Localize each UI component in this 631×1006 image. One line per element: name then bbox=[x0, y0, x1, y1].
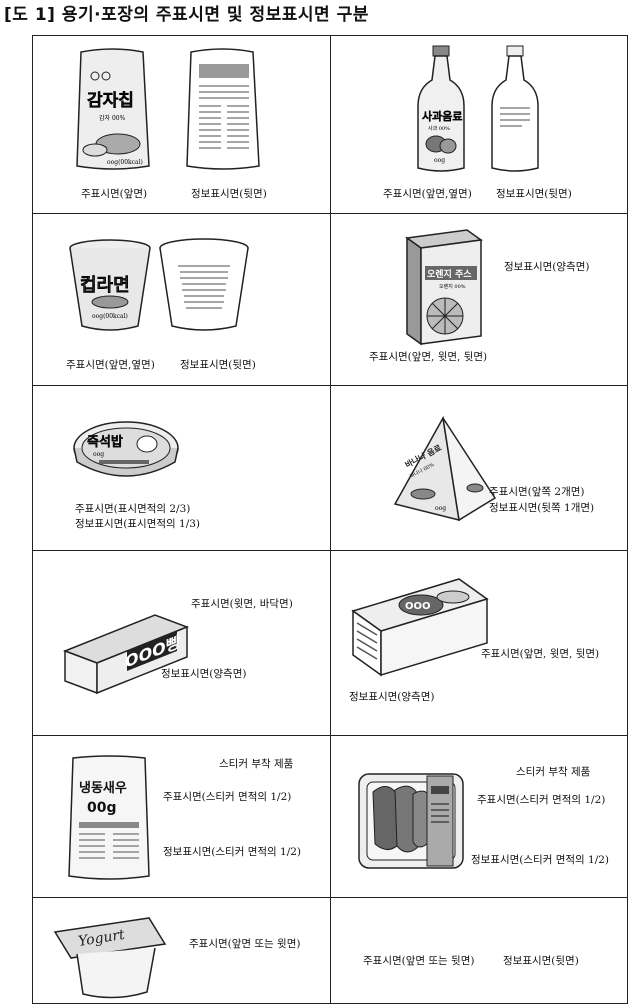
svg-text:oog(00kcal): oog(00kcal) bbox=[92, 313, 128, 320]
svg-text:oog(00kcal): oog(00kcal) bbox=[107, 159, 143, 166]
last-info-label: 정보표시면(뒷면) bbox=[503, 955, 579, 967]
svg-text:즉석밥: 즉석밥 bbox=[87, 434, 123, 450]
cell-juice: 오렌지 주스 오렌지 00% 정보표시면(양측면) 주표시면(앞면, 윗면, 뒷… bbox=[330, 213, 628, 386]
pyramid-info-label: 정보표시면(뒷쪽 1개면) bbox=[489, 502, 595, 514]
ramen-front-label: 주표시면(앞면,옆면) bbox=[66, 359, 155, 371]
svg-text:오렌지 00%: 오렌지 00% bbox=[439, 283, 466, 290]
tray-main-label: 주표시면(스티커 면적의 1/2) bbox=[477, 794, 606, 806]
svg-text:감자 00%: 감자 00% bbox=[99, 114, 126, 122]
tray-sticker-label: 스티커 부착 제품 bbox=[516, 766, 591, 778]
svg-text:오렌지 주스: 오렌지 주스 bbox=[427, 268, 472, 280]
shrimp-bag-illustration: 냉동새우 00g bbox=[68, 755, 150, 880]
bottle-illustration: 사과음료 사과 00% oog bbox=[417, 45, 539, 172]
shrimp-info-label: 정보표시면(스티커 면적의 1/2) bbox=[163, 846, 302, 858]
shrimp-sticker-label: 스티커 부착 제품 bbox=[219, 758, 294, 770]
svg-text:컵라면: 컵라면 bbox=[80, 275, 130, 296]
shrimp-main-label: 주표시면(스티커 면적의 1/2) bbox=[163, 791, 292, 803]
cell-chips: 감자칩 감자 00% oog(00kcal) bbox=[32, 35, 331, 214]
cell-bottle: 사과음료 사과 00% oog 주표시면(앞면,옆면) 정보표시면(뒷면) bbox=[330, 35, 628, 214]
last-main-label: 주표시면(앞면 또는 뒷면) bbox=[363, 955, 475, 967]
chips-bag-illustration: 감자칩 감자 00% oog(00kcal) bbox=[76, 48, 260, 170]
svg-text:oog: oog bbox=[434, 157, 445, 164]
bottle-back-label: 정보표시면(뒷면) bbox=[496, 188, 572, 200]
cell-yogurt: Yogurt 주표시면(앞면 또는 윗면) bbox=[32, 897, 331, 1004]
svg-text:사과음료: 사과음료 bbox=[422, 109, 462, 123]
bar-info-label: 정보표시면(양측면) bbox=[161, 668, 247, 680]
cell-rice: 즉석밥 oog 주표시면(표시면적의 2/3) 정보표시면(표시면적의 1/3) bbox=[32, 385, 331, 551]
svg-text:oog: oog bbox=[435, 505, 446, 512]
label-guide-table: 감자칩 감자 00% oog(00kcal) bbox=[32, 35, 628, 1004]
rice-container-illustration: 즉석밥 oog bbox=[73, 421, 179, 477]
juice-side-label: 정보표시면(양측면) bbox=[504, 261, 590, 273]
svg-text:사과 00%: 사과 00% bbox=[428, 125, 450, 132]
svg-text:냉동새우: 냉동새우 bbox=[79, 780, 127, 796]
cell-last: 주표시면(앞면 또는 뒷면) 정보표시면(뒷면) bbox=[330, 897, 628, 1004]
cell-pyramid: 바나나 음료 바나나 00% oog 주표시면(앞쪽 2개면) 정보표시면(뒷쪽… bbox=[330, 385, 628, 551]
svg-text:00g: 00g bbox=[87, 800, 117, 816]
yogurt-cup-illustration: Yogurt bbox=[53, 917, 167, 999]
yogurt-main-label: 주표시면(앞면 또는 윗면) bbox=[189, 938, 301, 950]
cell-tray: 스티커 부착 제품 주표시면(스티커 면적의 1/2) 정보표시면(스티커 면적… bbox=[330, 735, 628, 898]
ramen-cup-illustration: 컵라면 oog(00kcal) bbox=[69, 238, 249, 331]
cell-ramen: 컵라면 oog(00kcal) 주표시면(앞면,옆면) 정보표시면(뒷면) bbox=[32, 213, 331, 386]
chips-back-label: 정보표시면(뒷면) bbox=[191, 188, 267, 200]
bottle-front-label: 주표시면(앞면,옆면) bbox=[383, 188, 472, 200]
pyramid-main-label: 주표시면(앞쪽 2개면) bbox=[489, 486, 585, 498]
tray-illustration bbox=[358, 773, 464, 869]
box-illustration: OOO bbox=[351, 578, 489, 677]
rice-info-label: 정보표시면(표시면적의 1/3) bbox=[75, 518, 201, 530]
chips-product-text: 감자칩 bbox=[87, 90, 134, 111]
pyramid-pack-illustration: 바나나 음료 바나나 00% oog bbox=[393, 415, 497, 522]
cell-bar: OOO빵 주표시면(윗면, 바닥면) 정보표시면(양측면) bbox=[32, 550, 331, 736]
juice-front-label: 주표시면(앞면, 윗면, 뒷면) bbox=[369, 351, 488, 363]
chips-front-label: 주표시면(앞면) bbox=[81, 188, 148, 200]
svg-text:oog: oog bbox=[93, 451, 104, 458]
yogurt-lid-text: Yogurt bbox=[77, 927, 126, 950]
ramen-back-label: 정보표시면(뒷면) bbox=[180, 359, 256, 371]
juice-carton-illustration: 오렌지 주스 오렌지 00% bbox=[405, 229, 483, 346]
svg-text:OOO: OOO bbox=[405, 601, 431, 612]
bar-main-label: 주표시면(윗면, 바닥면) bbox=[191, 598, 293, 610]
bar-package-illustration: OOO빵 bbox=[62, 614, 190, 695]
box-info-label: 정보표시면(양측면) bbox=[349, 691, 435, 703]
tray-info-label: 정보표시면(스티커 면적의 1/2) bbox=[471, 854, 610, 866]
box-main-label: 주표시면(앞면, 윗면, 뒷면) bbox=[481, 648, 600, 660]
cell-shrimp: 냉동새우 00g 스티커 부착 제품 주표시면(스티커 면적의 1/2) 정보표… bbox=[32, 735, 331, 898]
page-title: [도 1] 용기·포장의 주표시면 및 정보표시면 구분 bbox=[4, 5, 369, 25]
rice-main-label: 주표시면(표시면적의 2/3) bbox=[75, 503, 191, 515]
cell-box: OOO 주표시면(앞면, 윗면, 뒷면) 정보표시면(양측면) bbox=[330, 550, 628, 736]
